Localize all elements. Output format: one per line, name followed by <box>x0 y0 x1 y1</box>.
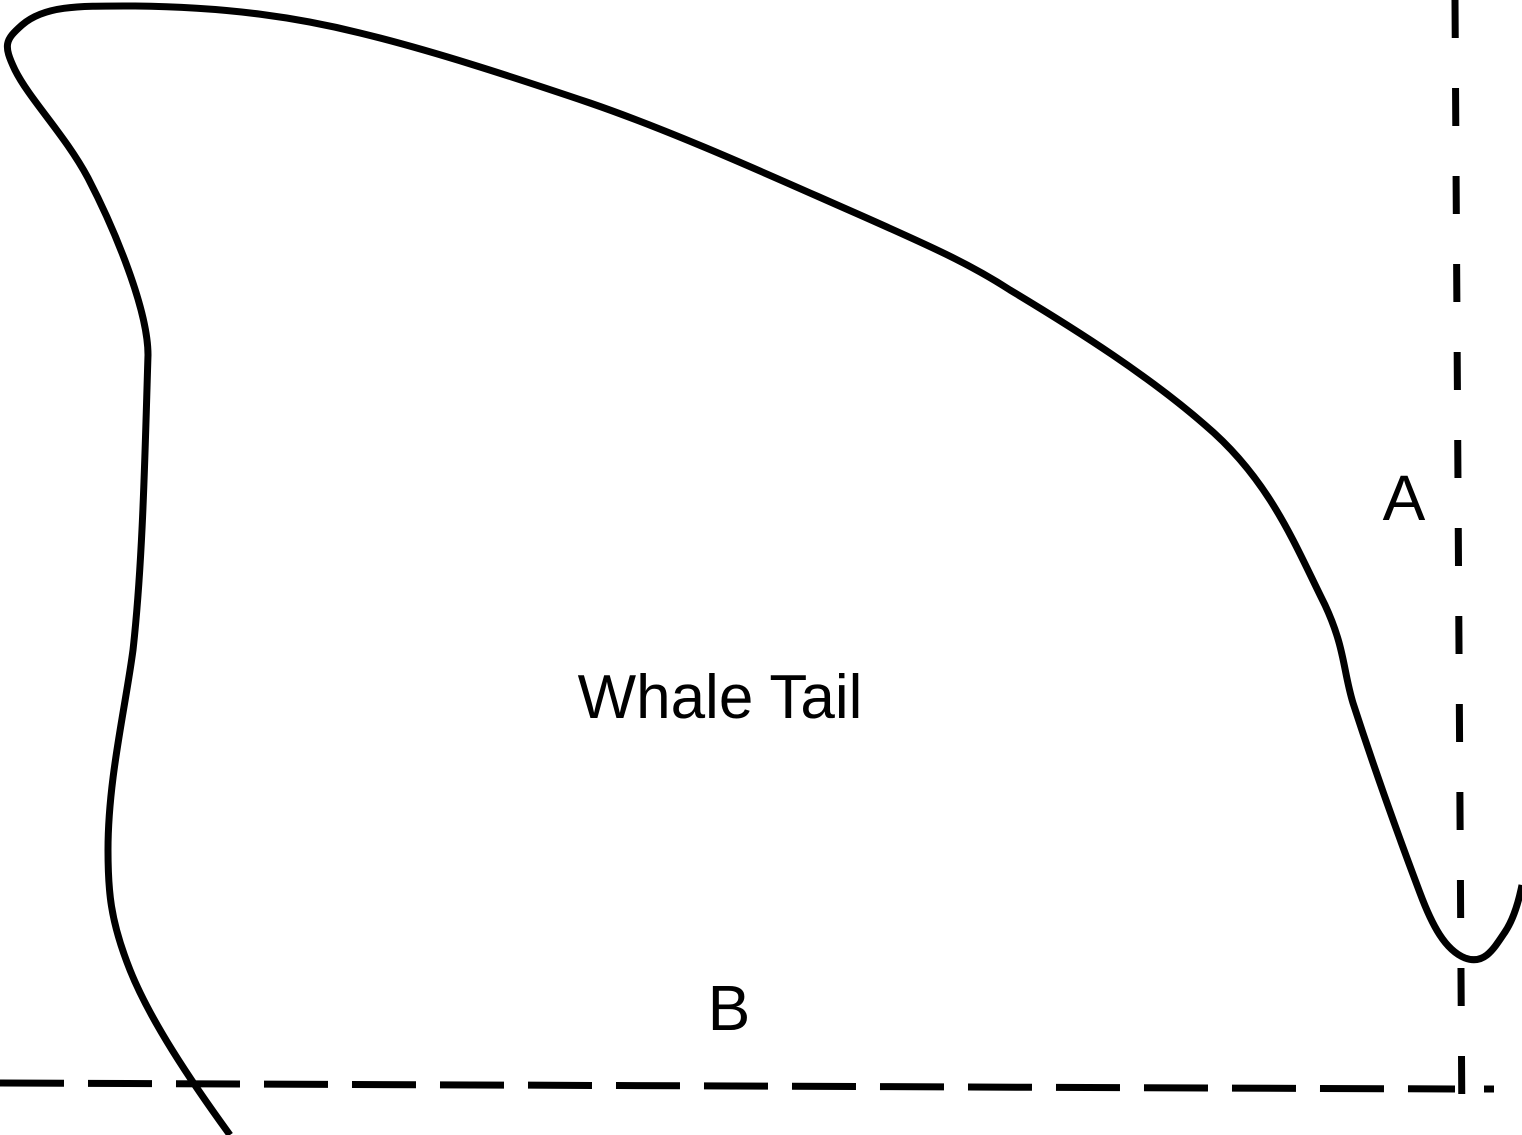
piece-name-label: Whale Tail <box>578 663 863 732</box>
edge-label-b: B <box>708 972 751 1044</box>
edge-label-a: A <box>1383 462 1426 534</box>
fold-line-b <box>0 1079 1456 1093</box>
whale-tail-outline <box>3 2 1522 1135</box>
fold-line-a <box>1451 0 1466 1135</box>
